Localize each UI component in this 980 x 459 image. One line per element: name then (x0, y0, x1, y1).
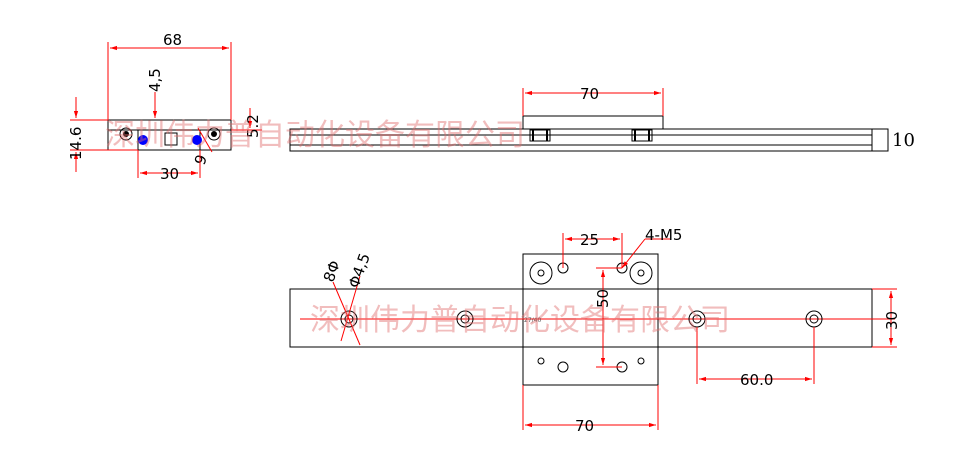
dim-70b-label: 70 (575, 417, 594, 435)
counterbore-inner-label: Φ4,5 (345, 251, 374, 291)
thread-callout-label: 4-M5 (645, 226, 682, 244)
watermark-top: 深圳伟力普自动化设备有限公司 (105, 118, 525, 153)
dim-30r-label: 30 (883, 311, 901, 330)
carriage-small-holes (537, 357, 645, 365)
marker-dot-left (138, 135, 148, 145)
side-endcap (871, 128, 889, 152)
front-view: 68 4,5 14.6 5.2 9 30 (67, 31, 262, 183)
dim-10-label: 10 (892, 130, 915, 151)
dim-45-label: 4,5 (146, 68, 164, 92)
side-view: 70 10 (289, 85, 915, 152)
dim-146-label: 14.6 (67, 127, 85, 160)
counterbore-leader-inner (340, 275, 361, 342)
bearing-right (207, 127, 221, 141)
dim-50-label: 50 (594, 289, 612, 308)
counterbore-leader-outer (332, 281, 361, 346)
side-carriage (522, 115, 664, 130)
bearing-right-core (211, 131, 217, 137)
bearing-left (119, 127, 133, 141)
thread-leader (621, 238, 646, 269)
rail-slot (164, 132, 178, 146)
dim-9-line (197, 127, 213, 153)
dim-30-label: 30 (160, 165, 179, 183)
counterbore-outer-label: 8Φ (320, 258, 344, 284)
dim-52-label: 5.2 (244, 114, 262, 138)
bearing-left-core (123, 131, 129, 137)
carriage-roller-top-left (529, 261, 553, 285)
carriage-roller-top-right (629, 261, 653, 285)
dim-68-label: 68 (163, 31, 182, 49)
side-bearing-left (529, 129, 551, 142)
marker-dot-right (192, 135, 202, 145)
dim-70-side-label: 70 (580, 85, 599, 103)
rail-hole-2 (456, 310, 474, 328)
dim-9-label: 9 (191, 152, 211, 167)
side-bearing-right (631, 129, 653, 142)
dim-60-label: 60.0 (740, 371, 773, 389)
watermark-bottom: 深圳伟力普自动化设备有限公司 (310, 303, 730, 338)
dim-25-label: 25 (580, 231, 599, 249)
carriage-tiny-label: 27/40 (524, 317, 541, 324)
top-rail (289, 288, 873, 348)
